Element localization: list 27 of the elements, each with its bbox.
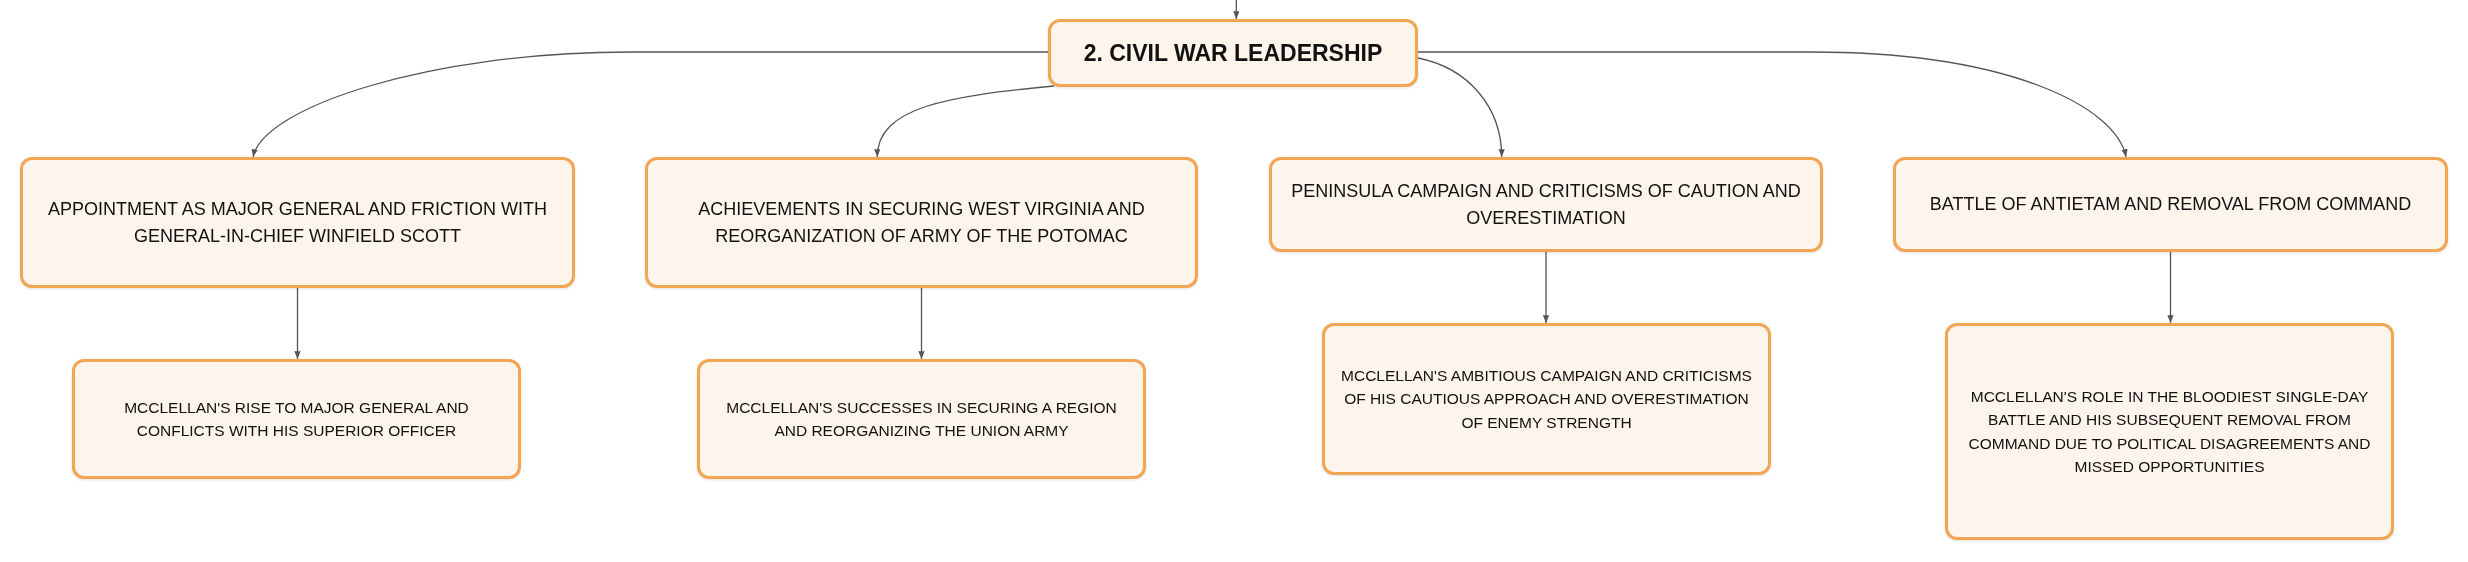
connector — [1542, 251, 1550, 324]
connector — [2167, 251, 2174, 324]
node-text: PENINSULA CAMPAIGN AND CRITICISMS OF CAUTION AND OVERESTIMATION — [1290, 179, 1802, 230]
subtopic-box — [1945, 323, 2394, 540]
subtopic-box — [1322, 323, 1771, 475]
node-text: MCCLELLAN'S RISE TO MAJOR GENERAL AND CONFLICTS WITH HIS SUPERIOR OFFICER — [123, 397, 470, 441]
connector — [252, 51, 1049, 158]
node-text: APPOINTMENT AS MAJOR GENERAL AND FRICTION WITH GENERAL-IN-CHIEF WINFIELD SCOTT — [46, 197, 549, 248]
node-text: ACHIEVEMENTS IN SECURING WEST VIRGINIA AND REORGANIZATION OF ARMY OF THE POTOMAC — [697, 197, 1146, 248]
connector — [1417, 57, 1505, 158]
connector — [875, 85, 1055, 158]
node-text: BATTLE OF ANTIETAM AND REMOVAL FROM COMMAND — [1928, 193, 2413, 216]
subtopic-box — [697, 359, 1146, 479]
subtopic-box — [1893, 157, 2448, 252]
connector — [1417, 51, 2127, 158]
connector — [918, 287, 925, 360]
subtopic-box — [1269, 157, 1823, 252]
subtopic-box — [20, 157, 575, 288]
arrow — [1233, 0, 1240, 20]
subtopic-box — [645, 157, 1198, 288]
node-text: MCCLELLAN'S ROLE IN THE BLOODIEST SINGLE-DAY BATTLE AND HIS SUBSEQUENT REMOVAL FROM COMMAND DUE TO POLITICAL DISAGREEMENTS AND MISSED OPPORTUNITIES — [1967, 387, 2372, 477]
node-text: 2. CIVIL WAR LEADERSHIP — [1083, 38, 1383, 68]
subtopic-box — [72, 359, 521, 479]
node-text: MCCLELLAN'S SUCCESSES IN SECURING A REGION AND REORGANIZING THE UNION ARMY — [725, 397, 1118, 441]
connector — [294, 287, 301, 360]
topic-box — [1048, 19, 1418, 87]
node-text: MCCLELLAN'S AMBITIOUS CAMPAIGN AND CRITICISMS OF HIS CAUTIOUS APPROACH AND OVERESTIMATION OF ENEMY STRENGTH — [1340, 366, 1753, 433]
